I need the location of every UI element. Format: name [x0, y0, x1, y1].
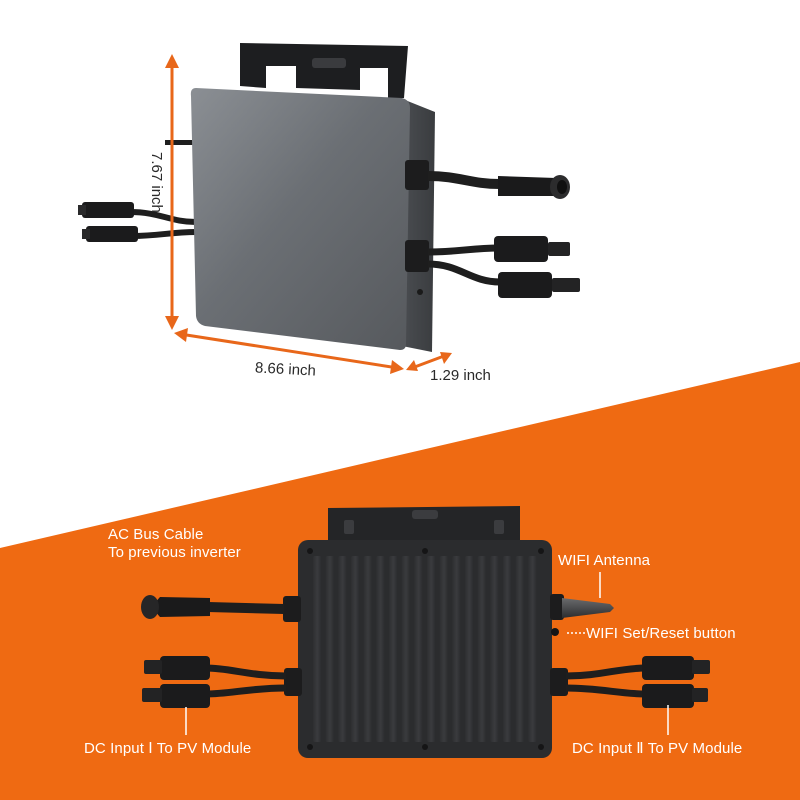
cooling-fin — [452, 556, 461, 742]
top-mounting-bracket — [240, 43, 408, 98]
top-left-dc-cable — [129, 209, 197, 225]
bottom-right-dc-cable — [565, 664, 647, 680]
cooling-fin — [389, 556, 398, 742]
top-inverter-face — [190, 88, 410, 350]
cooling-fin — [313, 556, 322, 742]
cooling-fin — [465, 556, 474, 742]
dc-input-1-label: DC Input Ⅰ To PV Module — [84, 740, 252, 757]
wifi-reset-label: WIFI Set/Reset button — [586, 625, 736, 642]
cooling-fin — [351, 556, 360, 742]
cooling-fin — [515, 556, 525, 742]
height-dimension-label: 7.67 inch — [148, 152, 165, 213]
ac-cable-label-line2: To previous inverter — [108, 544, 241, 561]
cooling-fin — [338, 556, 347, 742]
cooling-fin — [503, 556, 512, 742]
depth-dimension-label: 1.29 inch — [430, 367, 491, 384]
bottom-inverter-body — [298, 540, 552, 758]
ac-cable-label-line1: AC Bus Cable — [108, 526, 204, 543]
bottom-inverter — [141, 506, 710, 758]
dimension-arrows — [165, 54, 452, 374]
bottom-ac-cable — [207, 602, 285, 614]
cooling-fin — [325, 556, 335, 742]
cooling-fin — [490, 556, 499, 742]
bottom-left-dc-cable — [205, 664, 287, 680]
wifi-antenna — [562, 598, 614, 618]
cooling-fins — [313, 556, 537, 742]
cooling-fin — [439, 556, 449, 742]
reset-button — [551, 628, 559, 636]
bottom-mounting-bracket — [328, 506, 520, 548]
width-dimension-label: 8.66 inch — [254, 359, 317, 380]
cooling-fin — [528, 556, 537, 742]
cooling-fin — [376, 556, 385, 742]
top-ac-cable — [427, 171, 501, 189]
wifi-antenna-label: WIFI Antenna — [558, 552, 651, 569]
dc-input-2-label: DC Input Ⅱ To PV Module — [572, 740, 743, 757]
cooling-fin — [414, 556, 423, 742]
cooling-fin — [401, 556, 411, 742]
cooling-fin — [363, 556, 373, 742]
top-right-dc-cable — [427, 244, 501, 256]
top-inverter — [78, 43, 580, 352]
cooling-fin — [477, 556, 487, 742]
callout-lines — [185, 572, 669, 735]
cooling-fin — [427, 556, 436, 742]
